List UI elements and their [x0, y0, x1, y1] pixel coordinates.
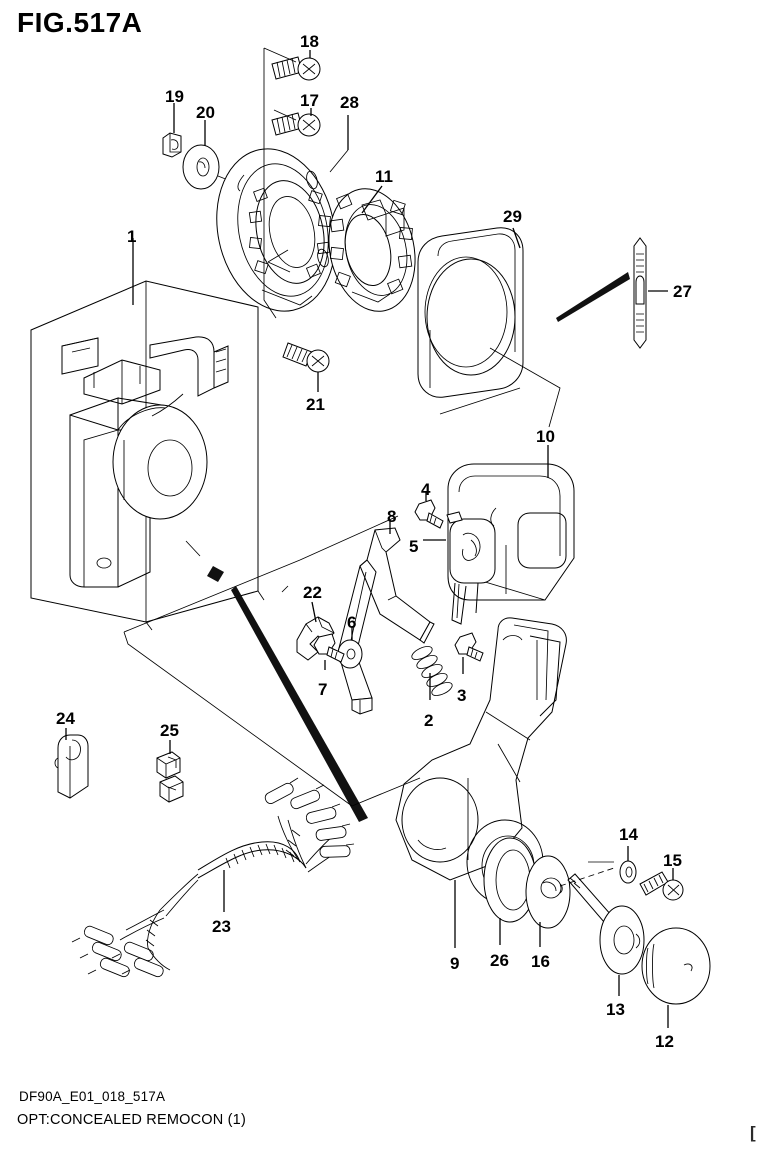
callout-6: 6: [347, 613, 357, 632]
callout-25: 25: [160, 721, 179, 740]
part-6-washer: [337, 639, 363, 669]
callout-19: 19: [165, 87, 184, 106]
part-9-throttle-lever: [395, 617, 567, 905]
callout-8: 8: [387, 507, 397, 526]
callout-5: 5: [409, 537, 419, 556]
callout-28: 28: [340, 93, 359, 112]
callout-4: 4: [421, 480, 431, 499]
part-1-remote-control-body: [61, 336, 229, 588]
callout-13: 13: [606, 1000, 625, 1019]
part-19-nut: [162, 132, 182, 158]
callout-2: 2: [424, 711, 434, 730]
corner-bracket-mark: [: [750, 1123, 756, 1142]
callout-29: 29: [503, 207, 522, 226]
part-10-handle-cover: [447, 463, 575, 601]
part-17-screw: [271, 112, 321, 137]
callout-20: 20: [196, 103, 215, 122]
part-5-detent-bracket: [446, 511, 496, 625]
part-18-screw: [271, 56, 321, 81]
part-11-toothed-ring: [328, 188, 416, 312]
part-26-friction-ring: [483, 837, 537, 923]
callout-18: 18: [300, 32, 319, 51]
part-24-cable-end: [54, 734, 89, 799]
callout-14: 14: [619, 825, 638, 844]
callout-7: 7: [318, 680, 328, 699]
part-1-assembly-box: [30, 280, 259, 623]
callout-9: 9: [450, 954, 460, 973]
part-12-end-cap: [641, 927, 711, 1005]
callout-16: 16: [531, 952, 550, 971]
callout-26: 26: [490, 951, 509, 970]
part-14-washer-tiny: [619, 860, 637, 884]
part-21-screw: [282, 342, 330, 373]
part-22-pivot-clip: [296, 616, 335, 661]
callout-3: 3: [457, 686, 467, 705]
callout-10: 10: [536, 427, 555, 446]
part-25-clamp-bracket: [156, 751, 184, 803]
callout-17: 17: [300, 91, 319, 110]
part-27-emblem-strip: [633, 237, 647, 349]
callout-22: 22: [303, 583, 322, 602]
callout-12: 12: [655, 1032, 674, 1051]
part-20-washer: [182, 144, 220, 190]
part-28-housing-ring: [216, 148, 336, 312]
callout-23: 23: [212, 917, 231, 936]
callout-1: 1: [127, 227, 137, 246]
callout-11: 11: [375, 167, 393, 186]
part-15-screw: [639, 871, 684, 901]
callout-15: 15: [663, 851, 682, 870]
callout-21: 21: [306, 395, 325, 414]
figure-description: OPT:CONCEALED REMOCON (1): [17, 1112, 246, 1128]
callout-24: 24: [56, 709, 75, 728]
callout-27: 27: [673, 282, 692, 301]
part-13-shaft-bolt: [567, 873, 645, 975]
part-23-wiring-harness: [71, 777, 355, 978]
part-7-screw-pin: [313, 633, 345, 663]
figure-code: DF90A_E01_018_517A: [19, 1089, 166, 1104]
part-3-screw-pin: [454, 632, 484, 662]
part-2-spring: [411, 646, 453, 696]
part-29-bezel-cover: [417, 227, 524, 398]
part-16-washer-plate: [525, 855, 571, 929]
page-title: FIG.517A: [17, 7, 143, 38]
part-4-screw-pin: [414, 499, 444, 529]
